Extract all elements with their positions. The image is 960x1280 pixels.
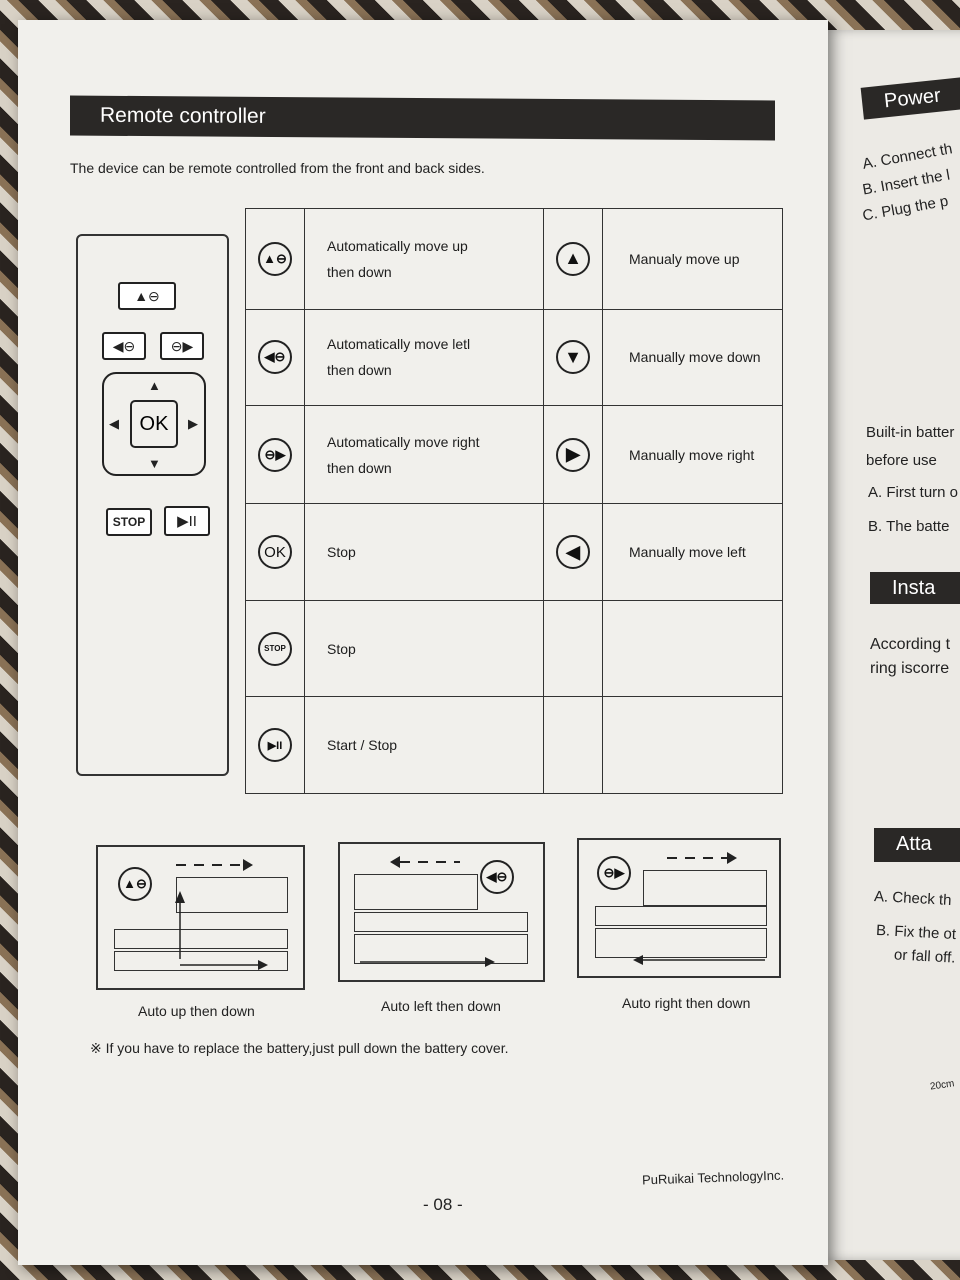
dpad-icon: ▲ ▼ ◀ ▶ OK — [102, 372, 206, 476]
stop-button-icon: STOP — [106, 508, 152, 536]
diagram-caption: Auto left then down — [381, 998, 501, 1014]
arrow-up-icon: ▲ — [148, 378, 161, 393]
row-desc: Automatically move right — [327, 433, 480, 450]
right-line: ring iscorre — [870, 660, 950, 677]
table-row: ◀⊖ Automatically move letl then down ▼ Ma… — [245, 308, 783, 406]
right-header-attach: Atta — [874, 828, 960, 862]
row-desc: Automatically move up — [327, 237, 468, 254]
play-pause-button-icon: ▶II — [164, 506, 210, 536]
manual-left-icon: ◀ — [556, 535, 590, 570]
auto-right-button-icon: ⊖▶ — [160, 332, 204, 360]
section-header: Remote controller — [70, 95, 775, 141]
arrow-down-icon: ▼ — [148, 456, 161, 471]
auto-left-icon: ◀⊖ — [258, 340, 292, 375]
direction-arrows — [360, 856, 495, 967]
ok-button-icon: OK — [130, 400, 178, 448]
intro-text: The device can be remote controlled from… — [70, 160, 485, 176]
row-desc2: Manualy move up — [602, 208, 783, 310]
direction-arrows — [175, 859, 268, 970]
arrow-left-icon: ◀ — [109, 416, 119, 431]
right-line: Built-in batter — [866, 424, 955, 441]
page-number: - 08 - — [423, 1195, 463, 1214]
row-desc: Automatically move letl — [327, 336, 471, 353]
path-bar — [176, 877, 288, 913]
path-bar — [595, 906, 767, 926]
remote-illustration: ▲⊖ ◀⊖ ⊖▶ ▲ ▼ ◀ ▶ OK STOP ▶II — [76, 234, 229, 776]
diagram-auto-up: ▲⊖ — [96, 845, 305, 990]
path-bar — [114, 951, 288, 971]
diagram-auto-right: ⊖▶ — [577, 838, 781, 978]
ok-icon: OK — [258, 535, 292, 570]
path-bar — [595, 928, 767, 958]
row-desc-line2: then down — [327, 459, 392, 476]
table-row: STOP Stop — [245, 599, 783, 698]
auto-left-icon: ◀⊖ — [480, 860, 514, 894]
auto-up-icon: ▲⊖ — [118, 867, 152, 901]
arrow-right-icon: ▶ — [188, 416, 198, 431]
manual-up-icon: ▲ — [556, 241, 590, 276]
auto-right-icon: ⊖▶ — [258, 437, 292, 472]
battery-note: ※ If you have to replace the battery,jus… — [90, 1040, 509, 1056]
row-desc: Stop — [304, 599, 544, 698]
right-line: or fall off. — [893, 946, 956, 967]
auto-right-icon: ⊖▶ — [597, 856, 631, 890]
auto-up-icon: ▲⊖ — [258, 241, 292, 276]
table-row: ▲⊖ Automatically move up then down ▲ Manu… — [245, 208, 783, 310]
table-row: ▶II Start / Stop — [245, 696, 783, 794]
manual-down-icon: ▼ — [556, 340, 590, 375]
right-line: B. The batte — [868, 518, 950, 535]
path-bar — [354, 874, 478, 910]
button-function-table: ▲⊖ Automatically move up then down ▲ Manu… — [245, 208, 783, 794]
row-desc: Start / Stop — [304, 696, 544, 794]
row-desc-line2: then down — [327, 362, 392, 379]
path-bar — [114, 929, 288, 949]
row-desc2: Manually move down — [602, 308, 783, 406]
empty-cell — [602, 696, 783, 794]
manual-right-icon: ▶ — [556, 437, 590, 472]
diagram-caption: Auto up then down — [138, 1003, 255, 1019]
empty-cell — [543, 696, 603, 794]
auto-up-button-icon: ▲⊖ — [118, 282, 176, 310]
right-line: According t — [870, 636, 951, 653]
path-bar — [643, 870, 767, 906]
direction-arrows — [633, 852, 765, 965]
empty-cell — [602, 599, 783, 698]
table-row: OK Stop ◀ Manually move left — [245, 503, 783, 601]
stop-icon: STOP — [258, 631, 292, 666]
row-desc2: Manually move left — [602, 503, 783, 601]
row-desc2: Manually move right — [602, 404, 783, 505]
auto-left-button-icon: ◀⊖ — [102, 332, 146, 360]
path-bar — [354, 934, 528, 964]
table-row: ⊖▶ Automatically move right then down ▶ M… — [245, 404, 783, 505]
diagram-auto-left: ◀⊖ — [338, 842, 545, 982]
row-desc-line2: then down — [327, 263, 392, 280]
diagram-caption: Auto right then down — [622, 995, 751, 1011]
path-bar — [354, 912, 528, 932]
right-line: A. First turn o — [868, 484, 959, 501]
right-header-install: Insta — [870, 572, 960, 604]
play-pause-icon: ▶II — [258, 728, 292, 763]
right-line: before use — [866, 452, 937, 469]
empty-cell — [543, 599, 603, 698]
row-desc: Stop — [304, 503, 544, 601]
